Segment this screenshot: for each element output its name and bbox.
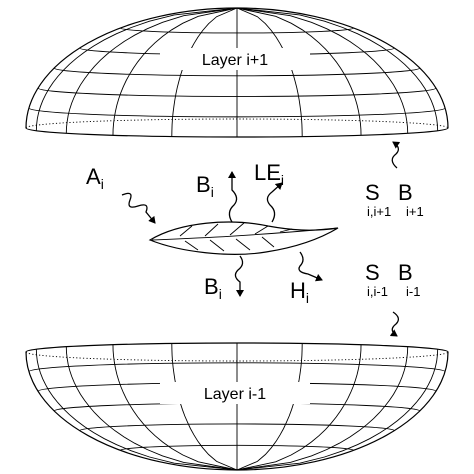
- emitted-radiation-down-arrow: [234, 255, 244, 297]
- flux-label-b-up: Bi: [196, 172, 214, 200]
- lower-hemisphere-grid: [25, 342, 449, 471]
- upper-layer-label-box: [160, 48, 310, 70]
- upper-hemisphere: Layer i+1: [25, 7, 449, 138]
- flux-le-main: LE: [254, 160, 281, 185]
- flux-label-h: Hi: [290, 278, 309, 306]
- flux-b-up-main: B: [196, 172, 211, 197]
- flux-b-up-sub: i: [211, 184, 214, 200]
- upper-hemisphere-grid: [25, 7, 449, 138]
- exchange-lower-s-sub: i,i-1: [367, 284, 388, 299]
- exchange-lower-b: B: [398, 260, 413, 285]
- flux-le-sub: i: [281, 172, 284, 188]
- exchange-upper-s: S: [365, 180, 380, 205]
- flux-h-sub: i: [306, 290, 309, 306]
- flux-label-le: LEi: [254, 160, 284, 188]
- flux-a-sub: i: [101, 176, 104, 192]
- lower-exchange-arrow: [389, 311, 400, 337]
- incoming-radiation-arrow: [121, 192, 156, 224]
- flux-b-down-sub: i: [219, 286, 222, 302]
- exchange-labels: S B i,i+1 i+1 S B i,i-1 i-1: [365, 180, 424, 299]
- emitted-radiation-up-arrow: [228, 171, 238, 223]
- flux-h-main: H: [290, 278, 306, 303]
- upper-exchange-arrow: [391, 141, 401, 169]
- exchange-lower-s: S: [365, 260, 380, 285]
- leaf-icon: [148, 221, 339, 255]
- exchange-upper-b-sub: i+1: [406, 204, 424, 219]
- flux-label-b-down: Bi: [204, 274, 222, 302]
- exchange-lower-b-sub: i-1: [406, 284, 420, 299]
- flux-label-a: Ai: [86, 164, 104, 192]
- exchange-upper-b: B: [398, 180, 413, 205]
- lower-layer-label-box: [160, 382, 310, 404]
- flux-labels: Ai Bi LEi Bi Hi: [86, 160, 309, 306]
- latent-heat-arrow: [266, 182, 283, 223]
- lower-hemisphere: Layer i-1: [25, 342, 449, 471]
- sensible-heat-arrow: [298, 251, 323, 282]
- flux-a-main: A: [86, 164, 101, 189]
- lower-layer-label: Layer i-1: [204, 386, 266, 403]
- exchange-upper-s-sub: i,i+1: [367, 204, 391, 219]
- upper-layer-label: Layer i+1: [202, 52, 268, 69]
- flux-b-down-main: B: [204, 274, 219, 299]
- flux-arrows: [121, 141, 401, 337]
